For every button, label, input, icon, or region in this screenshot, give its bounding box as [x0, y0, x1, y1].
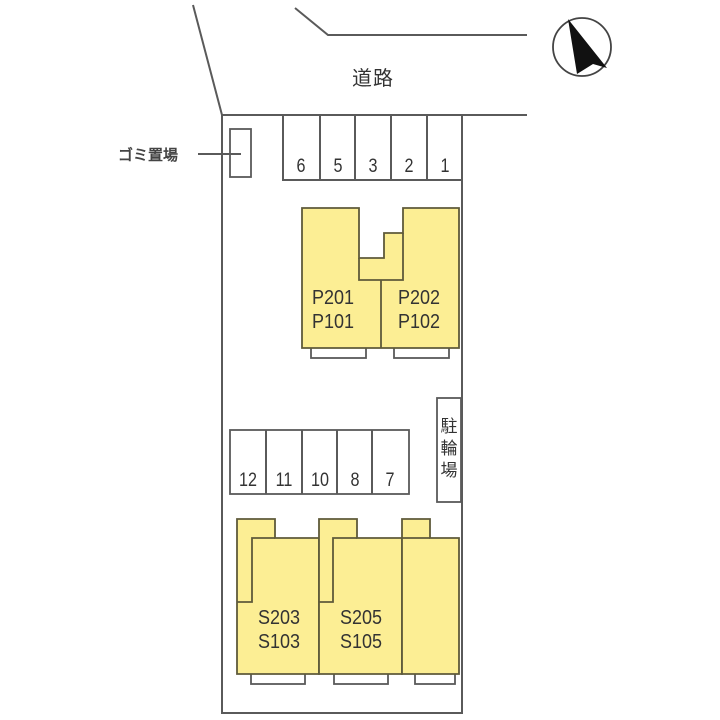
- parking-space-number: 6: [296, 156, 306, 177]
- building-p: [301, 207, 460, 359]
- parking-space-number: 7: [385, 470, 395, 491]
- unit-label-p-left: P201 P101: [311, 287, 355, 333]
- parking-space-number: 1: [440, 156, 450, 177]
- parking-top: [282, 115, 462, 181]
- unit-label-s-1: S203 S103: [257, 607, 301, 653]
- parking-space-number: 8: [350, 470, 360, 491]
- road-edge-top: [294, 7, 527, 36]
- road-label: 道路: [352, 66, 394, 90]
- parking-space-number: 2: [404, 156, 414, 177]
- garbage-area-label: ゴミ置場: [118, 146, 179, 164]
- lot-outline: [221, 115, 463, 714]
- building-s: [236, 518, 460, 685]
- parking-space-number: 11: [275, 470, 293, 491]
- unit-label-s-2: S205 S105: [339, 607, 383, 653]
- bicycle-parking-label: 駐 輪 場: [440, 417, 458, 481]
- unit-label-p-right: P202 P102: [397, 287, 441, 333]
- road-edge-left: [192, 4, 223, 116]
- parking-bottom: [229, 429, 410, 495]
- bicycle-parking: [436, 397, 462, 503]
- parking-space-number: 3: [368, 156, 378, 177]
- parking-space-number: 12: [239, 470, 257, 491]
- parking-space-number: 5: [333, 156, 343, 177]
- north-arrow-icon: [552, 17, 612, 77]
- parking-space-number: 10: [311, 470, 329, 491]
